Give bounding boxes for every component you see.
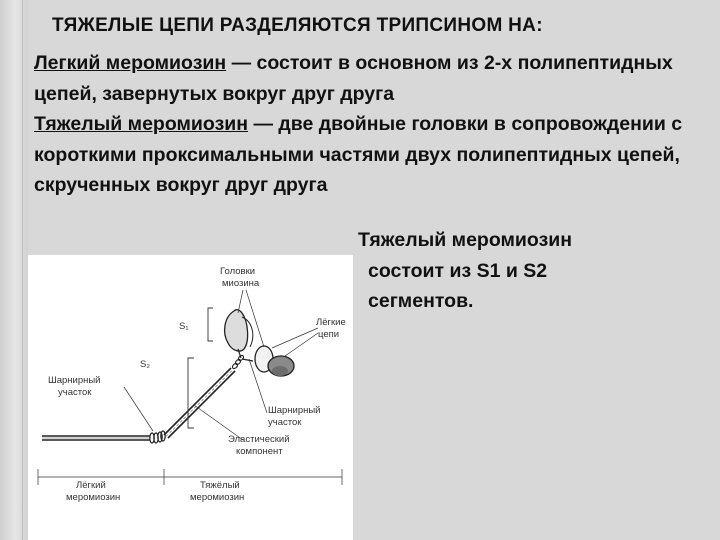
caption-line-3: сегментов. <box>368 290 474 312</box>
label-light-chains-2: цепи <box>318 329 339 340</box>
slide-title: ТЯЖЕЛЫЕ ЦЕПИ РАЗДЕЛЯЮТСЯ ТРИПСИНОМ НА: <box>52 15 543 36</box>
label-elastic-1: Эластический <box>228 434 290 445</box>
myosin-diagram: Головки миозина Лёгкие цепи S₁ S₂ Шарнир… <box>28 255 353 540</box>
diagram-labels: Головки миозина Лёгкие цепи S₁ S₂ Шарнир… <box>48 266 346 503</box>
label-hinge-right-1: Шарнирный <box>268 405 321 416</box>
s2-rod <box>163 367 236 439</box>
label-elastic-2: компонент <box>236 446 283 457</box>
label-light-chains-1: Лёгкие <box>316 317 346 328</box>
label-hinge-right-2: участок <box>268 417 302 428</box>
diagram-caption: Тяжелый меромиозин состоит из S1 и S2 се… <box>358 225 658 317</box>
label-hmm-2: меромиозин <box>190 492 244 503</box>
label-s1: S₁ <box>179 321 189 332</box>
term-light-meromyosin: Легкий меромиозин <box>34 52 227 74</box>
definition-heavy-meromyosin: — две двойные головки в сопровождении с … <box>34 113 683 196</box>
label-lmm-2: меромиозин <box>66 492 120 503</box>
label-lmm-1: Лёгкий <box>76 480 106 491</box>
light-meromyosin-rod <box>42 435 150 441</box>
myosin-head-1 <box>223 309 254 359</box>
paragraph-light-meromyosin: Легкий меромиозин — состоит в основном и… <box>34 48 718 109</box>
hinge-coil-upper <box>231 354 245 370</box>
definition-light-meromyosin: — состоит в основном из 2-х полипептидны… <box>34 52 673 105</box>
slide-body: Легкий меромиозин — состоит в основном и… <box>34 48 718 201</box>
label-leader-lines <box>37 289 343 485</box>
term-heavy-meromyosin: Тяжелый меромиозин <box>34 113 249 135</box>
label-hinge-left-2: участок <box>58 387 92 398</box>
myosin-diagram-svg: Головки миозина Лёгкие цепи S₁ S₂ Шарнир… <box>37 266 346 503</box>
hinge-coil-left <box>149 430 166 444</box>
caption-line-2: состоит из S1 и S2 <box>368 259 548 282</box>
paragraph-heavy-meromyosin: Тяжелый меромиозин — две двойные головки… <box>34 109 718 201</box>
left-decorative-bar <box>0 0 28 540</box>
label-heads-2: миозина <box>222 278 260 289</box>
label-hmm-1: Тяжёлый <box>200 480 240 491</box>
s1-bracket <box>187 307 213 429</box>
label-heads-1: Головки <box>220 266 255 277</box>
label-s2: S₂ <box>140 359 150 370</box>
label-hinge-left-1: Шарнирный <box>48 375 101 386</box>
caption-line-1: Тяжелый меромиозин <box>358 229 573 251</box>
